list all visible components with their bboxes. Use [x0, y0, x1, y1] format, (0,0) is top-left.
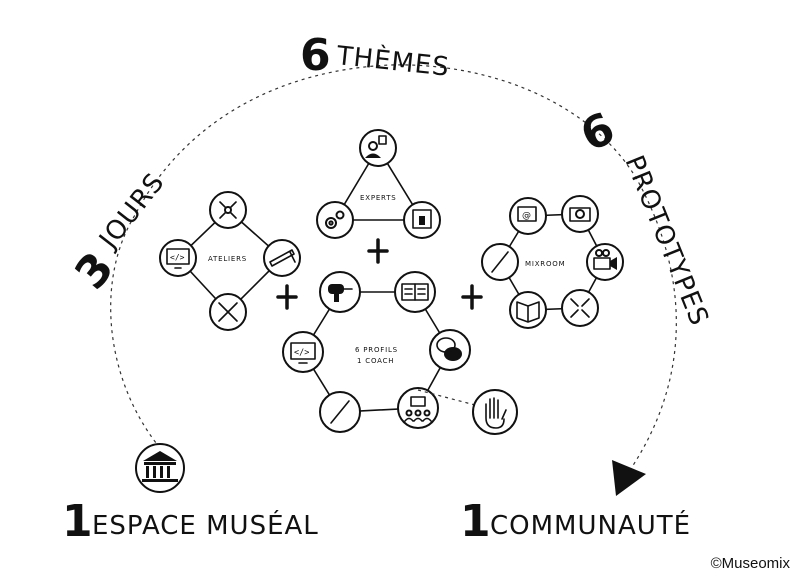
ateliers-node-bottom [209, 293, 247, 331]
pen-icon [330, 400, 350, 424]
mixroom-node-l [481, 243, 519, 281]
experts-node-top [359, 129, 397, 167]
museum-node [135, 443, 185, 493]
themes-number: 6 [300, 30, 331, 81]
prototypes-number: 6 [573, 103, 622, 162]
ateliers-node-top [209, 191, 247, 229]
svg-text:</>: </> [294, 348, 309, 358]
espace-number: 1 [62, 496, 93, 547]
ateliers-node-left: </> [159, 239, 197, 277]
ateliers-group: ATELIERS [159, 191, 301, 331]
coach-link [417, 389, 476, 406]
svg-text:@: @ [522, 211, 531, 221]
experts-group: EXPERTS [316, 129, 441, 239]
team-node-r [429, 329, 471, 371]
mixroom-node-tr [561, 195, 599, 233]
code-screen-icon: </> [166, 248, 190, 269]
team-node-l: </> [282, 331, 324, 373]
wrench-screwdriver-icon [218, 302, 238, 322]
team-label-line2: 1 COACH [357, 357, 394, 365]
chat-bubbles-icon [436, 337, 462, 361]
espace-word: ESPACE MUSÉAL [92, 509, 319, 541]
copyright-credit: ©Museomix [710, 555, 790, 572]
mixroom-node-tl: @ [509, 197, 547, 235]
video-camera-icon [593, 249, 617, 270]
plus-sign-left [276, 284, 298, 310]
mixroom-node-br [561, 289, 599, 327]
experts-node-left [316, 201, 354, 239]
hand-icon [485, 397, 507, 429]
espace-heading: 1 ESPACE MUSÉAL [62, 496, 319, 547]
ateliers-label: ATELIERS [208, 255, 247, 263]
svg-text:</>: </> [170, 253, 185, 262]
open-book-icon [401, 283, 429, 301]
experts-label: EXPERTS [360, 194, 397, 202]
themes-heading: 6 THÈMES [300, 30, 451, 83]
camera-icon [569, 207, 591, 222]
mixroom-node-r [586, 243, 624, 281]
mixroom-node-bl [509, 291, 547, 329]
plus-sign-top [367, 238, 389, 264]
jours-word: JOURS [93, 167, 171, 255]
email-chat-icon: @ [517, 206, 537, 222]
plus-sign-right [461, 284, 483, 310]
mixroom-label: MIXROOM [525, 260, 565, 268]
team-label-line1: 6 PROFILS [355, 346, 398, 354]
code-screen-icon: </> [290, 342, 316, 364]
communaute-heading: 1 COMMUNAUTÉ [460, 496, 691, 547]
cycle-arrow-head [612, 460, 646, 496]
team-node-tr [394, 271, 436, 313]
cycle-path [110, 64, 677, 471]
pen-icon [491, 251, 509, 273]
3d-printer-icon [412, 209, 432, 229]
communaute-word: COMMUNAUTÉ [490, 509, 691, 541]
book-icon [516, 301, 540, 323]
jours-heading: 3 JOURS [65, 167, 171, 299]
themes-word: THÈMES [334, 39, 451, 83]
team-node-br [397, 387, 439, 429]
fullscreen-icon [570, 298, 590, 318]
team-group: 6 PROFILS 1 COACH [282, 271, 471, 433]
expert-person-icon [365, 135, 387, 158]
ateliers-node-right [263, 239, 301, 277]
drill-icon [328, 284, 353, 302]
mixroom-group: MIXROOM @ [481, 195, 624, 329]
coach-node [472, 389, 518, 435]
saw-icon [269, 249, 296, 267]
museum-icon [142, 451, 178, 482]
team-node-bl [319, 391, 361, 433]
gears-icon [325, 210, 345, 229]
prototypes-word: PROTOTYPES [619, 151, 715, 330]
communaute-number: 1 [460, 496, 491, 547]
team-node-tl [319, 271, 361, 313]
tools-icon [219, 201, 237, 219]
presenter-icon [404, 396, 432, 422]
experts-node-right [403, 201, 441, 239]
